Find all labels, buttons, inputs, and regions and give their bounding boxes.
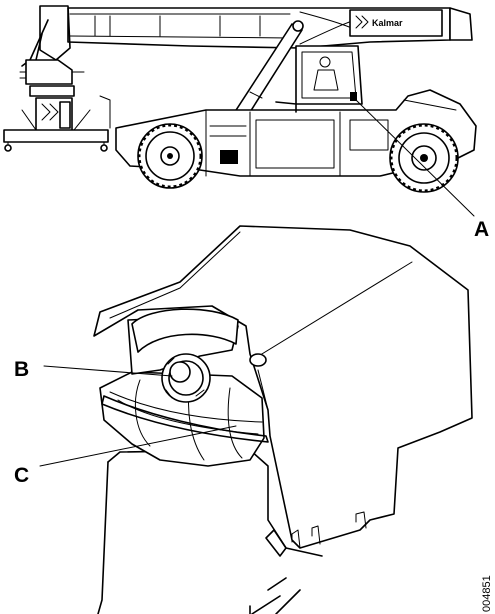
callout-b: B [14,358,29,381]
callout-c: C [14,464,29,487]
spreader [3,5,111,152]
figure-id: 004851 [481,575,493,612]
leader-line-b [43,365,173,377]
brand-label: Kalmar [372,18,403,28]
fuel-cap [161,353,211,403]
reach-stacker-side-view: Kalmar [3,5,477,217]
leader-line-c [39,425,237,467]
callout-a: A [474,218,489,241]
front-wheel [137,123,203,189]
fuel-tank-detail [39,225,473,614]
leader-line-a [355,99,475,217]
cab [275,45,363,113]
fuel-tank-cover [93,225,473,549]
rear-wheel [389,123,459,193]
boom: Kalmar [67,7,473,49]
